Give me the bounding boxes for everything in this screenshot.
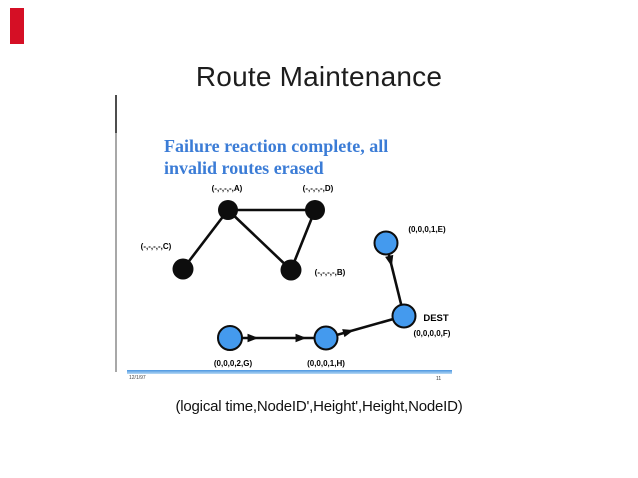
node-H: [313, 325, 339, 351]
status-heading: Failure reaction complete, all invalid r…: [164, 135, 388, 179]
edge-D-B: [289, 209, 317, 271]
slide-title: Route Maintenance: [195, 61, 443, 92]
edge-A-C: [181, 209, 230, 270]
footer-page-number: 11: [436, 376, 442, 382]
node-label-F: (0,0,0,0,F): [414, 329, 451, 338]
node-label-B: (-,-,-,-,B): [315, 268, 346, 277]
node-D: [305, 200, 325, 220]
footer-date: 12/1/97: [129, 375, 146, 381]
status-heading-line1: Failure reaction complete, all: [164, 136, 389, 156]
node-F: [391, 303, 417, 329]
node-label-H: (0,0,0,1,H): [307, 359, 345, 368]
tuple-format-caption: (logical time,NodeID',Height',Height,Nod…: [175, 398, 463, 415]
node-C: [172, 258, 194, 280]
footer-rule: [127, 370, 452, 374]
arrowhead-G-H: [247, 333, 259, 343]
node-label-G: (0,0,0,2,G): [214, 359, 253, 368]
node-label-D: (-,-,-,-,D): [303, 184, 334, 193]
node-label-C: (-,-,-,-,C): [141, 242, 172, 251]
slide-left-border-dark: [115, 95, 117, 133]
node-label-E: (0,0,0,1,E): [408, 225, 446, 234]
arrowhead-E-F: [385, 254, 394, 267]
node-A: [218, 200, 238, 220]
node-B: [280, 259, 302, 281]
edge-E-F: [384, 242, 406, 317]
arrowhead-H-F: [342, 329, 354, 338]
node-dest-label-F: DEST: [423, 313, 449, 324]
slide-left-border-light: [115, 133, 117, 372]
arrowhead-G-H: [295, 333, 307, 343]
edge-H-F: [325, 314, 405, 340]
node-label-A: (-,-,-,-,A): [212, 184, 243, 193]
node-E: [373, 230, 399, 256]
red-marker: [10, 8, 24, 44]
edge-A-B: [227, 209, 292, 271]
status-heading-line2: invalid routes erased: [164, 158, 324, 178]
node-G: [217, 325, 243, 351]
